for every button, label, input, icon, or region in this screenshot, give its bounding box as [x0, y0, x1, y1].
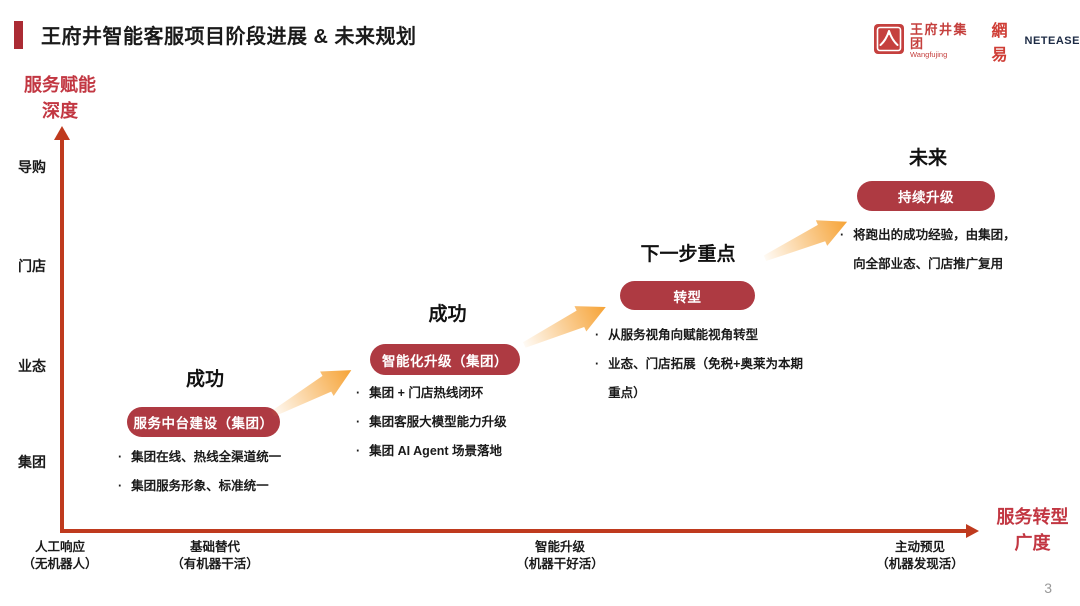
bullet-item: 将跑出的成功经验，由集团，向全部业态、门店推广复用: [840, 221, 1028, 279]
bullet-item: 集团在线、热线全渠道统一: [118, 443, 333, 472]
y-tick-yetai: 业态: [18, 358, 46, 374]
netease-logo: 網易 NETEASE: [992, 17, 1080, 65]
stage2-bullets: 集团 + 门店热线闭环 集团客服大模型能力升级 集团 AI Agent 场景落地: [356, 379, 581, 466]
y-tick-jituan: 集团: [18, 454, 46, 470]
progress-arrow-icon-1: [266, 358, 358, 426]
wangfujing-logo: 王府井集团 Wangfujing: [874, 21, 974, 60]
bullet-item: 集团服务形象、标准统一: [118, 472, 333, 501]
stage3-bullets: 从服务视角向赋能视角转型 业态、门店拓展（免税+奥莱为本期重点）: [595, 321, 813, 408]
page-number: 3: [1044, 580, 1052, 596]
page-title: 王府井智能客服项目阶段进展 & 未来规划: [41, 26, 417, 48]
stage2-pill: 智能化升级（集团）: [370, 344, 520, 375]
y-axis-line: [60, 138, 64, 532]
stage3-heading: 下一步重点: [640, 244, 736, 265]
y-axis-arrowhead-icon: [54, 126, 70, 140]
progress-arrow-icon-2: [518, 294, 611, 357]
x-axis-line: [60, 529, 968, 533]
stage1-bullets: 集团在线、热线全渠道统一 集团服务形象、标准统一: [118, 443, 333, 501]
x-axis-arrowhead-icon: [966, 524, 979, 538]
stage4-pill: 持续升级: [857, 181, 995, 211]
bullet-item: 业态、门店拓展（免税+奥莱为本期重点）: [595, 350, 813, 408]
x-axis-title: 服务转型 广度: [996, 507, 1069, 553]
wangfujing-name: 王府井集团: [910, 21, 969, 51]
progress-arrow-icon-3: [759, 209, 853, 271]
stage1-pill: 服务中台建设（集团）: [127, 407, 280, 437]
x-tick-3: 智能升级 （机器干好活）: [516, 540, 604, 571]
stage4-bullets: 将跑出的成功经验，由集团，向全部业态、门店推广复用: [840, 221, 1028, 279]
netease-name-en: NETEASE: [1024, 35, 1080, 47]
netease-name-cn: 網易: [991, 23, 1010, 64]
stage2-heading: 成功: [428, 304, 467, 325]
stage3-pill: 转型: [620, 281, 755, 310]
bullet-item: 集团客服大模型能力升级: [356, 408, 581, 437]
bullet-item: 集团 + 门店热线闭环: [356, 379, 581, 408]
logo-area: 王府井集团 Wangfujing 網易 NETEASE: [874, 17, 1080, 65]
y-tick-mendian: 门店: [18, 258, 46, 274]
title-accent-bar: [14, 21, 23, 49]
wangfujing-emblem-icon: [874, 23, 904, 59]
y-axis-title: 服务赋能 深度: [24, 75, 96, 121]
wangfujing-name-en: Wangfujing: [910, 50, 948, 60]
x-tick-4: 主动预见 （机器发现活）: [876, 540, 964, 571]
x-tick-2: 基础替代 （有机器干活）: [171, 540, 259, 571]
bullet-item: 从服务视角向赋能视角转型: [595, 321, 813, 350]
x-tick-1: 人工响应 （无机器人）: [22, 540, 98, 571]
bullet-item: 集团 AI Agent 场景落地: [356, 437, 581, 466]
stage4-heading: 未来: [908, 148, 947, 169]
y-tick-daogou: 导购: [18, 159, 46, 175]
stage1-heading: 成功: [185, 369, 224, 390]
